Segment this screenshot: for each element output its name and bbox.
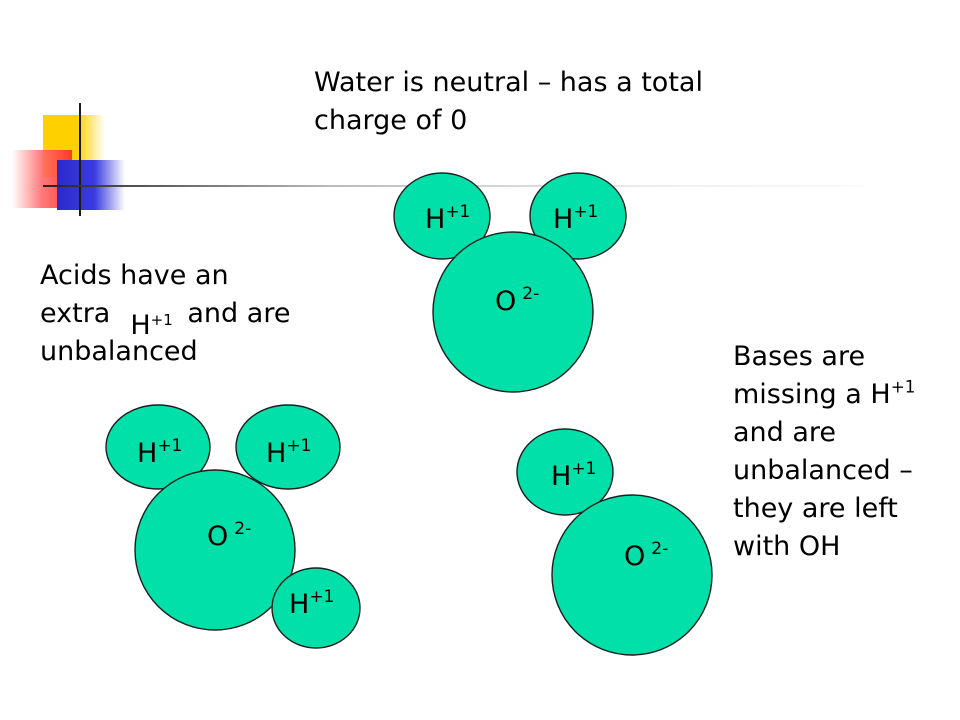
- slide-title: Water is neutral – has a total charge of…: [314, 64, 703, 140]
- bases-ion-charge: +1: [890, 376, 916, 397]
- water-oxygen-atom: [432, 231, 594, 393]
- acids-ion-symbol: H: [130, 310, 151, 341]
- acids-text: Acids have an extra H+1 and are unbalance…: [40, 257, 290, 371]
- bases-text: Bases are missing a H+1 and are unbalanc…: [733, 338, 915, 566]
- water-hydrogen-2-atom: [529, 172, 627, 260]
- acids-ion-charge: +1: [150, 311, 173, 329]
- acids-line-2-pre: extra: [40, 298, 111, 329]
- title-line-1: Water is neutral – has a total: [314, 67, 703, 98]
- acids-line-2: extra H+1 and are: [40, 295, 291, 341]
- acid-hydrogen-3-label: H+1: [289, 587, 334, 620]
- water-hydrogen-1-label: H+1: [425, 202, 470, 235]
- base-hydrogen-atom: [516, 428, 614, 516]
- title-line-2: charge of 0: [314, 105, 468, 136]
- acid-hydrogen-2-label: H+1: [266, 436, 311, 469]
- acids-line-3: unbalanced: [40, 336, 198, 367]
- acid-hydrogen-2-atom: [235, 404, 341, 490]
- logo-vertical-rule: [79, 103, 81, 216]
- bases-line-4: unbalanced –: [733, 455, 913, 486]
- bases-line-1: Bases are: [733, 341, 866, 372]
- bases-line-6: with OH: [733, 531, 841, 562]
- bases-line-3: and are: [733, 417, 837, 448]
- bases-line-2: missing a H+1: [733, 376, 915, 414]
- acids-line-2-post: and are: [187, 298, 291, 329]
- bases-line-2-pre: missing a: [733, 379, 862, 410]
- bases-ion-symbol: H: [870, 379, 891, 410]
- acid-hydrogen-3-atom: [271, 567, 361, 649]
- base-oxygen-atom: [551, 494, 713, 656]
- bases-line-5: they are left: [733, 493, 898, 524]
- base-hydrogen-label: H+1: [551, 459, 596, 492]
- water-hydrogen-1-atom: [393, 172, 491, 260]
- acid-hydrogen-1-label: H+1: [137, 436, 182, 469]
- water-hydrogen-2-label: H+1: [553, 202, 598, 235]
- acids-line-1: Acids have an: [40, 260, 229, 291]
- acids-ion: H+1: [130, 310, 172, 341]
- acid-oxygen-atom: [134, 469, 296, 631]
- acid-hydrogen-1-atom: [105, 404, 211, 490]
